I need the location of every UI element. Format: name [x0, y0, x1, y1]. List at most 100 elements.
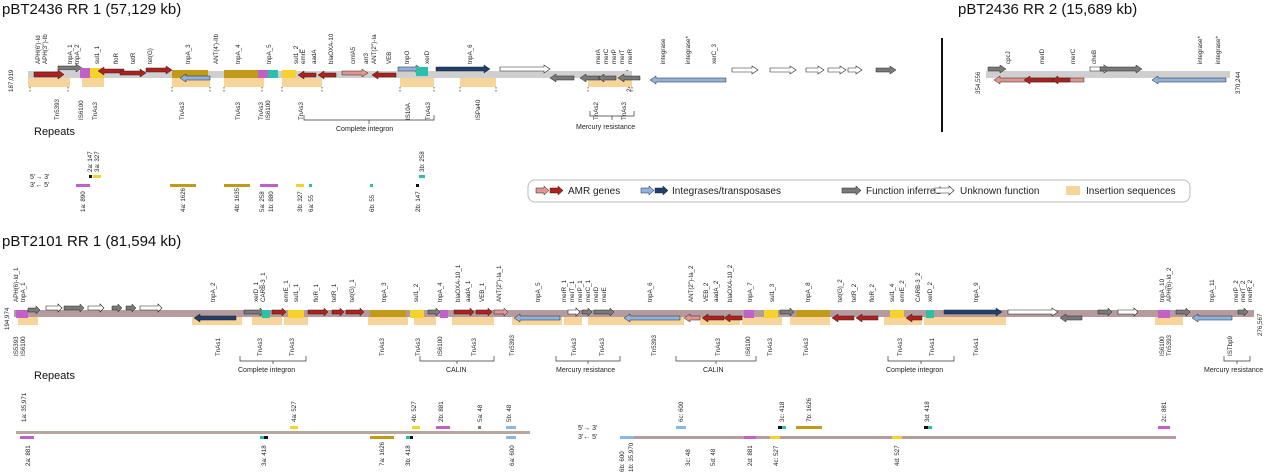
integrase-light-icon — [640, 185, 655, 196]
amr-light-icon — [535, 185, 550, 196]
repeat-label: 3a: 327 — [94, 151, 101, 172]
is-label: TnAs3 — [621, 102, 628, 120]
gene-arrow-function — [617, 73, 641, 83]
gene-label: tnpA_3 — [381, 282, 388, 302]
repeat-marker — [764, 310, 778, 318]
gene-arrow-amr — [119, 68, 147, 78]
integrase-dark-icon — [654, 185, 669, 196]
repeat-mark — [309, 184, 312, 187]
gene-arrow-integrase — [179, 73, 211, 83]
insertion-band — [172, 78, 210, 87]
repeat-mark — [260, 436, 264, 439]
gene-label: tnpA_4 — [235, 44, 242, 64]
gene-label: sul1_4 — [889, 283, 896, 302]
repeat-marker — [416, 67, 428, 76]
legend-label: Insertion sequences — [1086, 186, 1176, 197]
gene-label: merR_1 — [561, 279, 568, 302]
panel-1-start-coordinate: 187,019 — [8, 69, 15, 92]
bracket-label: CALIN — [446, 367, 467, 374]
gene-label: integrase* — [1197, 36, 1204, 64]
gene-arrow-integrase — [513, 313, 561, 323]
gene-label: tnpA_5 — [266, 44, 273, 64]
panel-3-brackets — [239, 356, 1251, 364]
gene-arrow-integrase — [1191, 313, 1233, 323]
repeat-mark — [290, 426, 298, 429]
gene-arrow-amr — [317, 70, 337, 80]
repeat-label: 5a: 258 — [259, 191, 266, 212]
is-label: TnAs3 — [258, 102, 265, 120]
panel-3-backbone — [14, 310, 1254, 317]
is-label: TnAs2 — [593, 102, 600, 120]
gene-arrow-function — [1237, 307, 1249, 317]
repeat-marker — [410, 310, 424, 318]
transposase-block — [796, 310, 830, 317]
repeat-mark — [1158, 426, 1170, 429]
gene-arrow-integrase — [649, 75, 727, 85]
is-label: TnAs3 — [767, 338, 774, 356]
repeat-mark — [89, 175, 92, 178]
gene-arrow-integrase — [1151, 75, 1227, 85]
is-label: IS6100 — [78, 100, 85, 120]
gene-label: tnpA_9 — [973, 282, 980, 302]
bracket-label: Mercury resistance — [576, 124, 635, 131]
gene-label: tnpA_1 — [20, 282, 27, 302]
gene-label: xerD_1 — [253, 281, 260, 302]
gene-arrow-amr — [33, 69, 65, 80]
strand-reverse: 3'← 5' — [578, 434, 597, 441]
gene-label: ANT(2'')-Ia — [371, 34, 378, 64]
panel-3-is-text: IS5393 IS6100 TnAs1 TnAs3 TnAs3 TnAs3 Tn… — [13, 334, 1234, 356]
gene-label: sul1_1 — [94, 45, 101, 64]
panel-2-backbone — [986, 71, 1230, 78]
gene-label: tnpA_6 — [647, 282, 654, 302]
repeat-mark — [264, 436, 268, 439]
gene-label: tnpA_10 — [1159, 278, 1166, 302]
repeat-marker — [282, 70, 296, 78]
panel-3-start-coordinate: 194,974 — [4, 307, 11, 330]
gene-arrow-amr — [97, 66, 125, 76]
is-label: IS6100 — [20, 336, 27, 356]
gene-label: ANT(2'')-Ia_2 — [688, 265, 695, 302]
gene-arrow-amr-light — [493, 307, 509, 317]
repeat-marker — [16, 310, 28, 318]
is-label: TnAs3 — [289, 338, 296, 356]
gene-arrow-unknown — [847, 65, 863, 75]
panel-1-is-text: Tn5393 IS6100 TnAs3 TnAs3 TnAs3 TnAs3 IS… — [54, 98, 628, 120]
repeat-label: 7b: 1626 — [806, 397, 813, 422]
legend-item-function: Function inferred — [841, 185, 941, 197]
is-label: ISTbp9 — [1227, 335, 1234, 356]
repeat-label: 2b: 881 — [438, 401, 445, 422]
gene-arrow-function — [597, 73, 617, 83]
strand-forward: 5'→ 3' — [578, 425, 597, 432]
repeat-label: 6b: 55 — [369, 194, 376, 212]
legend-item-insertion: Insertion sequences — [1066, 186, 1176, 197]
repeat-label: 6a: 55 — [308, 194, 315, 212]
panel-3-insertion-bands — [18, 317, 1183, 325]
repeat-mark — [436, 426, 450, 429]
is-label: Tn5393 — [1166, 334, 1173, 356]
is-label: TnAs3 — [897, 338, 904, 356]
repeat-mark — [796, 426, 822, 429]
legend-item-amr: AMR genes — [535, 185, 620, 197]
is-label: IS5393 — [13, 336, 20, 356]
is-label: TnAs3 — [415, 338, 422, 356]
gene-label: ANT(2'')-Ia_1 — [496, 265, 503, 302]
gene-label: tet(G) — [147, 48, 154, 64]
is-label: Tn5393 — [509, 334, 516, 356]
repeat-label: 5a: 48 — [477, 404, 484, 422]
gene-arrow-unknown — [567, 307, 581, 317]
gene-arrow-unknown — [87, 303, 105, 313]
gene-label: tet(G)_1 — [349, 279, 356, 302]
panel-1-gene-labels: APH(6')-Id APH(3'')-Ib tnpA_1 tnpA_2 sul… — [35, 33, 718, 64]
gene-arrow-function — [1099, 64, 1143, 74]
gene-arrow-amr — [475, 307, 493, 317]
legend-label: AMR genes — [568, 186, 620, 197]
gene-label: arr3 — [363, 52, 370, 64]
gene-label: merC — [1070, 48, 1077, 64]
is-label: IS10A — [405, 102, 412, 120]
repeat-label: 4a: 527 — [291, 401, 298, 422]
is-label: TnAs3 — [257, 338, 264, 356]
gene-label: xerD — [424, 50, 431, 64]
gene-label: merP_1 — [577, 280, 584, 302]
repeats-title: Repeats — [34, 126, 75, 138]
